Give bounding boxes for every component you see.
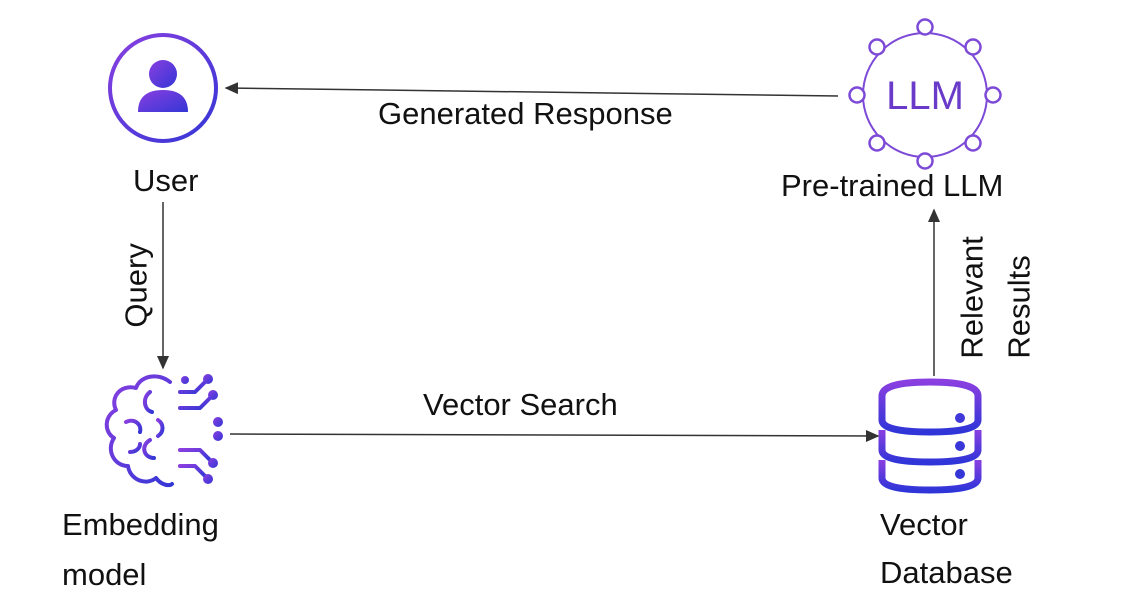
brain-circuit-icon (104, 374, 216, 488)
arrow-generated-response (224, 82, 839, 97)
node-label-user: User (133, 163, 199, 198)
edge-label-vector-search: Vector Search (423, 387, 618, 422)
user-icon (108, 33, 218, 143)
edge-label-relevant: Relevant (954, 236, 990, 359)
node-label-llm: Pre-trained LLM (781, 168, 1004, 203)
node-label-embedding-line1: Embedding (62, 507, 219, 542)
node-label-vector-db-line2: Database (880, 555, 1013, 590)
arrow-vector-search (229, 429, 880, 442)
node-label-embedding-line2: model (62, 557, 147, 592)
edge-label-generated-response: Generated Response (378, 96, 673, 131)
llm-icon-text: LLM (886, 74, 964, 118)
database-icon (878, 378, 982, 494)
llm-network-icon: LLM (848, 18, 1002, 170)
edge-label-query: Query (118, 243, 154, 328)
edge-label-results: Results (1001, 255, 1037, 359)
node-label-vector-db-line1: Vector (880, 507, 968, 542)
brain-circuit-nodes (181, 374, 223, 484)
